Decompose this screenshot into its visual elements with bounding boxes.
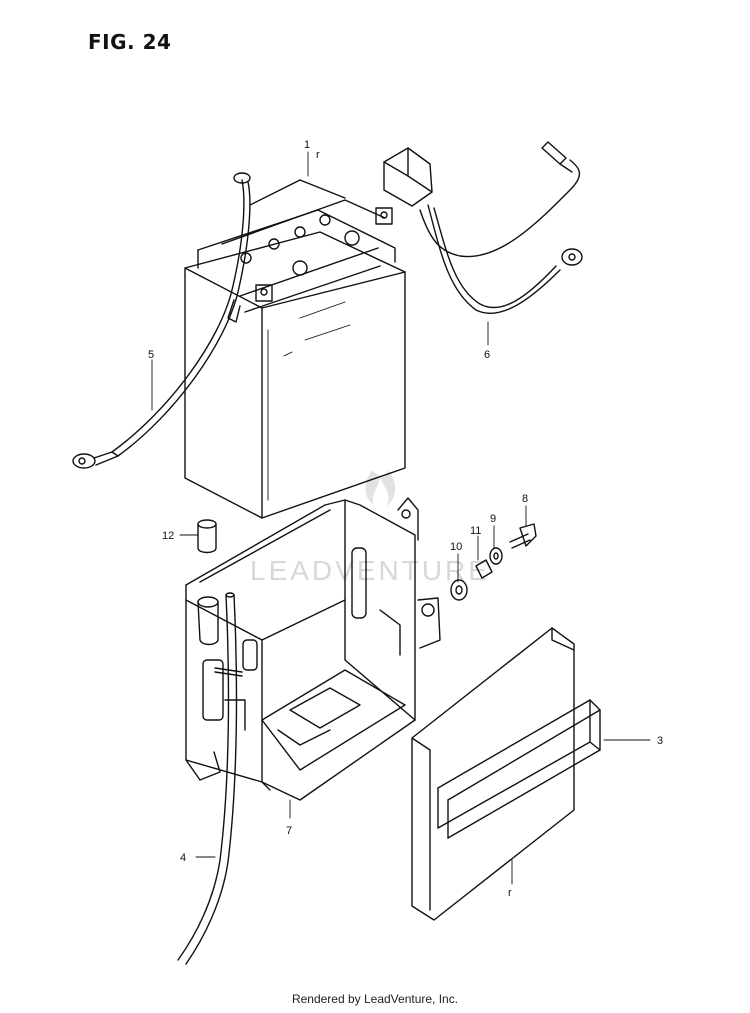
callout-11: 11 xyxy=(470,525,481,537)
callout-labels: 1 r 3 4 5 6 7 8 9 10 11 12 r xyxy=(148,139,663,899)
callout-12: 12 xyxy=(162,530,174,542)
figure-title: FIG. 24 xyxy=(88,30,172,54)
battery-positive-cable[interactable] xyxy=(383,141,583,315)
callout-1-mark: r xyxy=(316,149,320,161)
callout-8: 8 xyxy=(522,493,528,505)
callout-7: 7 xyxy=(286,825,292,837)
breather-cap[interactable] xyxy=(197,519,219,646)
watermark-text: LEADVENTURE xyxy=(250,555,490,586)
watermark: LEADVENTURE xyxy=(250,470,490,586)
battery-tray[interactable] xyxy=(185,497,441,801)
callout-9: 9 xyxy=(490,513,496,525)
leader-lines xyxy=(151,151,651,885)
callout-10: 10 xyxy=(450,541,462,553)
breather-tube[interactable] xyxy=(177,592,243,965)
battery-negative-cable[interactable] xyxy=(72,172,251,469)
callout-3: 3 xyxy=(657,735,663,747)
callout-5: 5 xyxy=(148,349,154,361)
callout-cover-mark: r xyxy=(508,887,512,899)
callout-1: 1 xyxy=(304,139,310,151)
callout-4: 4 xyxy=(180,852,186,864)
battery[interactable] xyxy=(184,179,406,519)
callout-6: 6 xyxy=(484,349,490,361)
battery-cover[interactable] xyxy=(411,627,601,921)
mounting-hardware[interactable] xyxy=(450,523,537,601)
footer-credit: Rendered by LeadVenture, Inc. xyxy=(291,992,459,1006)
